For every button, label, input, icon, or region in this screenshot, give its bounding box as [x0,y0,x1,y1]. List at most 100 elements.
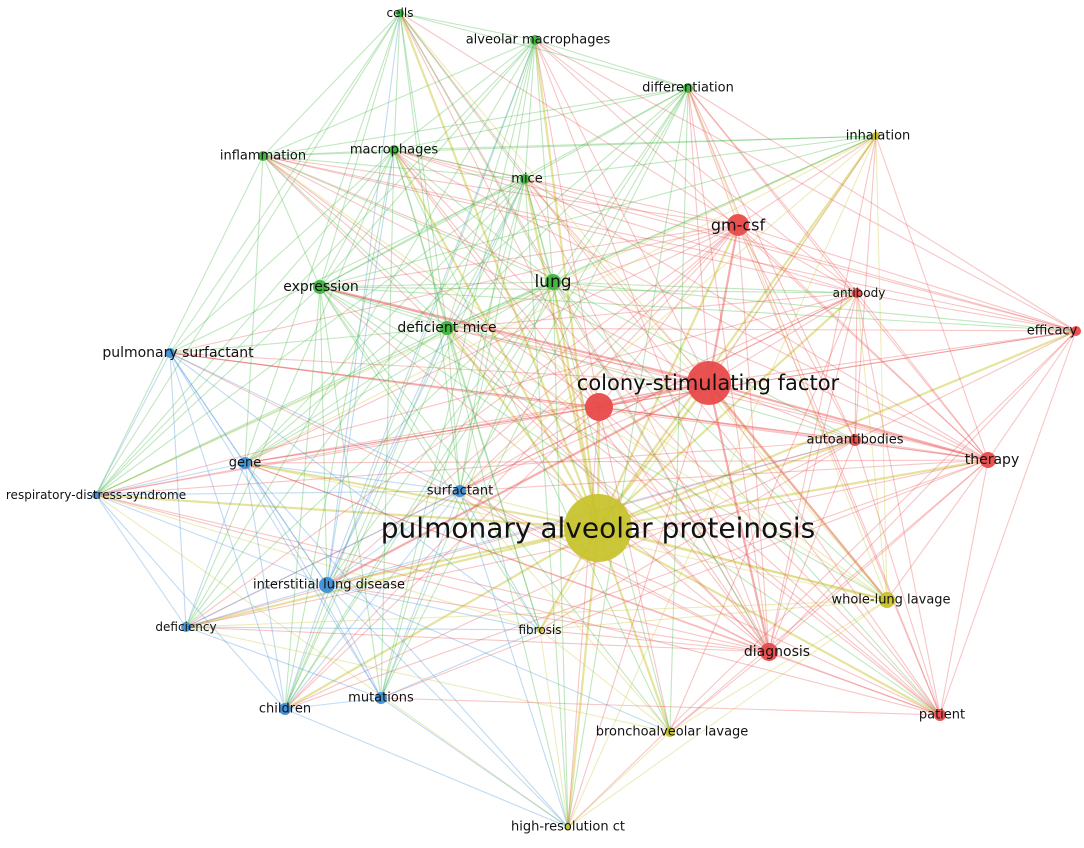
edge-csf2-bal [598,406,671,733]
node-autoantibodies[interactable] [849,434,861,446]
edge-antibody-defmice [446,292,858,329]
edge-pulsurf-surf [169,352,461,492]
node-gmcsf[interactable] [727,214,749,236]
edge-diagnosis-gene [244,462,770,653]
node-label-mut: mutations [348,691,414,706]
edge-efficacy-mac [393,149,1077,332]
edge-patient-lung [552,281,941,716]
edge-csf2-autoantibodies [598,406,856,441]
edge-gmcsf-inflam [262,155,739,226]
node-mut[interactable] [375,692,387,704]
edge-pap-hrct [566,527,600,828]
edge-inflam-defmice [262,155,448,329]
edge-mice-defmice [446,178,526,329]
node-defmice[interactable] [440,321,454,335]
edge-pulsurf-ild [169,352,328,586]
edge-bal-hrct [567,731,671,828]
edge-bal-defic [185,626,671,733]
edge-defmice-ild [326,327,448,586]
node-inflam[interactable] [258,151,268,161]
edge-mac-mice [393,149,526,180]
node-label-csf: colony-stimulating factor [577,371,840,395]
edge-inflam-expr [262,155,321,288]
node-expr[interactable] [313,280,327,294]
node-label-surf: surfactant [427,484,493,499]
edge-csf2-efficacy [598,330,1077,408]
node-pap[interactable] [564,494,632,562]
edge-autoantibodies-diagnosis [768,439,856,653]
edge-csf-mice [524,178,710,384]
edge-therapy-expr [319,286,989,461]
edge-efficacy-therapy [987,330,1077,461]
node-cells[interactable] [396,9,404,17]
node-label-gene: gene [229,456,262,471]
edge-defmice-hrct [446,327,569,828]
edge-pap-patient [597,527,941,716]
node-defic[interactable] [181,622,191,632]
label-layer: pulmonary alveolar proteinosis colony-sti… [6,6,1078,835]
node-pulsurf[interactable] [165,348,175,358]
node-ild[interactable] [319,577,335,593]
edge-efficacy-diagnosis [768,330,1077,653]
node-mice[interactable] [520,174,530,184]
edge-csf-inhal [708,135,877,384]
node-hrct[interactable] [565,824,571,830]
edge-gmcsf-defic [185,224,739,628]
node-inhal[interactable] [872,132,880,140]
edge-lung-defmice [446,281,554,329]
node-rds[interactable] [92,491,100,499]
node-label-pap: pulmonary alveolar proteinosis [381,512,815,545]
node-children[interactable] [279,703,291,715]
edge-pap-defmice [446,327,599,529]
node-almac[interactable] [530,35,540,45]
edge-fibrosis-surf [459,490,541,631]
edge-pap-almac [533,39,600,529]
edge-antibody-surf [459,292,858,492]
edge-almac-mut [380,39,536,699]
node-lung[interactable] [545,274,561,290]
edge-gmcsf-therapy [737,224,989,461]
edge-layer [95,12,1077,828]
edge-inhal-rds [95,135,877,496]
edge-fibrosis-mut [380,629,541,699]
node-efficacy[interactable] [1071,326,1081,336]
edge-lung-rds [95,281,554,496]
node-therapy[interactable] [980,452,996,468]
edge-diagnosis-inhal [768,135,877,653]
node-diff[interactable] [683,83,693,93]
edge-cells-expr [319,12,401,288]
node-csf2[interactable] [585,393,613,421]
edge-inflam-lung [262,155,554,283]
edge-autoantibodies-fibrosis [539,439,856,631]
node-surf[interactable] [454,485,466,497]
edge-csf-expr [319,285,710,385]
edge-gene-ild [244,462,328,586]
edge-inhal-gene [244,135,877,464]
node-gene[interactable] [239,457,251,469]
edge-autoantibodies-defic [185,439,856,628]
node-fibrosis[interactable] [537,627,543,633]
edge-gmcsf-diagnosis [737,224,770,653]
edge-cells-pulsurf [169,12,401,354]
edge-efficacy-defmice [446,327,1077,332]
node-wll[interactable] [879,592,895,608]
edge-almac-mac [393,39,536,151]
node-label-mac: macrophages [350,143,438,158]
edge-pulsurf-rds [95,352,171,496]
node-patient[interactable] [934,709,946,721]
edge-efficacy-diff [687,87,1077,332]
edge-antibody-patient [856,292,941,716]
edge-patient-expr [319,286,941,716]
node-antibody[interactable] [852,288,862,298]
node-diagnosis[interactable] [760,643,778,661]
edge-csf2-antibody [598,292,858,408]
node-csf[interactable] [687,361,731,405]
edge-almac-defic [185,39,536,628]
edge-diagnosis-lung [552,281,770,653]
edge-csf-diagnosis [707,382,771,653]
edge-inhal-wll [875,135,888,601]
node-bal[interactable] [665,727,675,737]
node-mac[interactable] [389,145,399,155]
edge-surf-mut [380,490,461,699]
edge-csf-efficacy [708,330,1077,384]
